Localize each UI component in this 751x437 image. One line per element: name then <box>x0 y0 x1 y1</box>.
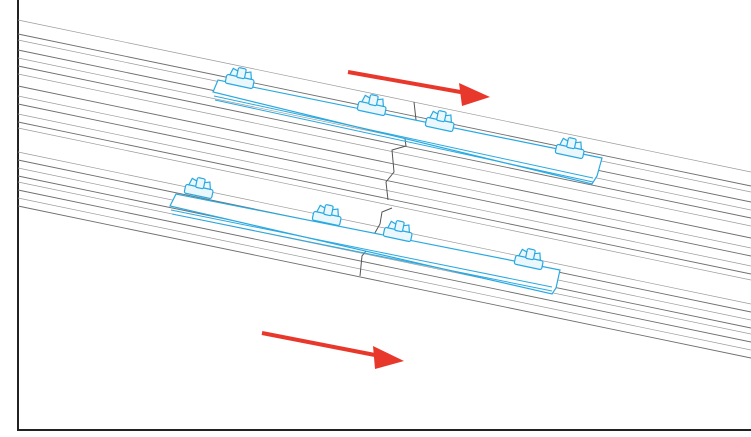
lower-splice-bar <box>169 193 561 295</box>
knob-icon <box>513 248 544 271</box>
knob-icon <box>183 177 214 200</box>
diagram-frame <box>17 0 751 431</box>
upper-direction-arrow <box>347 70 490 106</box>
clamp-knobs <box>183 67 585 271</box>
knob-icon <box>382 220 413 243</box>
knob-icon <box>356 94 387 117</box>
knob-icon <box>311 204 342 227</box>
upper-splice-bar <box>212 79 603 185</box>
lower-direction-arrow <box>261 331 404 369</box>
knob-icon <box>554 137 585 160</box>
knob-icon <box>424 110 455 133</box>
knob-icon <box>224 67 255 90</box>
